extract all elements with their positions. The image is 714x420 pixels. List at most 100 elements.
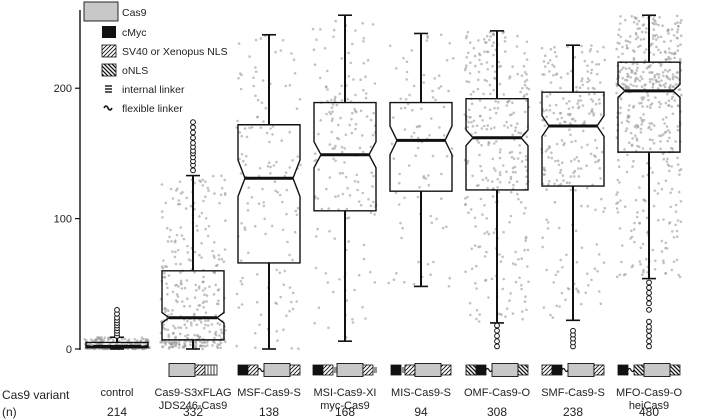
data-point bbox=[603, 206, 607, 210]
data-point bbox=[546, 227, 550, 230]
data-point bbox=[558, 122, 562, 125]
data-point bbox=[220, 174, 223, 177]
data-point bbox=[340, 145, 344, 149]
data-point bbox=[219, 346, 222, 350]
data-point bbox=[653, 189, 657, 192]
data-point bbox=[508, 99, 511, 103]
data-point bbox=[619, 199, 622, 202]
data-point bbox=[590, 278, 593, 282]
data-point bbox=[615, 84, 619, 88]
box-2 bbox=[237, 124, 301, 264]
data-point bbox=[262, 120, 265, 123]
data-point bbox=[474, 225, 477, 228]
data-point bbox=[667, 99, 671, 102]
data-point bbox=[211, 344, 214, 347]
data-point bbox=[572, 171, 575, 174]
data-point bbox=[405, 60, 409, 64]
data-point bbox=[636, 125, 640, 129]
data-point bbox=[648, 138, 652, 141]
y-tick-label-1: 100 bbox=[54, 214, 72, 226]
data-point bbox=[412, 84, 416, 88]
data-point bbox=[292, 58, 296, 61]
data-point bbox=[561, 174, 565, 177]
data-point bbox=[220, 337, 223, 340]
n-label-0: 214 bbox=[107, 405, 127, 419]
category-label-1-1: JDS246-Cas9 bbox=[159, 400, 227, 412]
data-point bbox=[621, 244, 624, 247]
data-point bbox=[359, 109, 363, 113]
data-point bbox=[239, 280, 243, 283]
data-point bbox=[431, 154, 435, 158]
data-point bbox=[651, 248, 655, 252]
data-point bbox=[364, 75, 367, 79]
data-point bbox=[564, 298, 567, 302]
data-point bbox=[514, 280, 518, 284]
data-point bbox=[239, 172, 243, 175]
data-point bbox=[580, 79, 583, 83]
data-point bbox=[311, 27, 315, 31]
data-point bbox=[664, 82, 667, 85]
data-point bbox=[568, 181, 571, 185]
box-4 bbox=[389, 101, 453, 192]
data-point bbox=[463, 68, 467, 72]
data-point bbox=[100, 337, 103, 341]
data-point bbox=[506, 126, 510, 129]
data-point bbox=[312, 48, 316, 51]
data-point bbox=[204, 217, 208, 220]
data-point bbox=[167, 347, 171, 350]
data-point bbox=[657, 48, 660, 52]
data-point bbox=[465, 34, 469, 38]
data-point bbox=[478, 53, 482, 57]
data-point bbox=[171, 250, 174, 253]
data-point bbox=[362, 62, 366, 65]
data-point bbox=[501, 31, 505, 34]
data-point bbox=[558, 112, 562, 115]
data-point bbox=[653, 73, 657, 77]
data-point bbox=[501, 287, 505, 291]
data-point bbox=[545, 115, 548, 119]
data-point bbox=[492, 53, 495, 57]
data-point bbox=[632, 84, 635, 88]
outlier-7-8 bbox=[646, 295, 652, 302]
data-point bbox=[547, 180, 551, 183]
segment-flexible-linker bbox=[257, 367, 265, 373]
data-point bbox=[674, 203, 678, 207]
data-point bbox=[642, 70, 645, 74]
data-point bbox=[639, 246, 643, 250]
data-point bbox=[560, 139, 564, 142]
data-point bbox=[296, 206, 300, 210]
data-point bbox=[662, 157, 666, 161]
data-point bbox=[667, 104, 670, 107]
data-point bbox=[598, 167, 602, 170]
data-point bbox=[649, 43, 653, 46]
data-point bbox=[617, 165, 621, 168]
data-point bbox=[633, 228, 636, 231]
data-point bbox=[553, 51, 557, 54]
data-point bbox=[505, 170, 508, 173]
data-point bbox=[471, 125, 475, 128]
data-point bbox=[676, 156, 679, 160]
data-point bbox=[620, 68, 623, 71]
data-point bbox=[671, 112, 675, 115]
data-point bbox=[491, 44, 494, 48]
data-point bbox=[631, 165, 634, 168]
category-label-1-0: Cas9-S3xFLAG bbox=[154, 387, 231, 399]
outlier-7-7 bbox=[646, 300, 652, 307]
data-point bbox=[674, 22, 677, 26]
segment-cmyc bbox=[475, 364, 487, 376]
data-point bbox=[178, 180, 182, 184]
data-point bbox=[373, 213, 377, 216]
data-point bbox=[515, 180, 519, 183]
data-point bbox=[666, 28, 670, 32]
data-point bbox=[498, 65, 501, 69]
data-point bbox=[240, 222, 243, 225]
data-point bbox=[632, 159, 635, 163]
data-point bbox=[255, 300, 259, 304]
data-point bbox=[493, 70, 497, 73]
data-point bbox=[371, 185, 374, 188]
data-point bbox=[416, 195, 420, 199]
data-point bbox=[285, 314, 288, 318]
data-point bbox=[489, 35, 493, 38]
data-point bbox=[517, 258, 520, 261]
data-point bbox=[197, 304, 200, 307]
